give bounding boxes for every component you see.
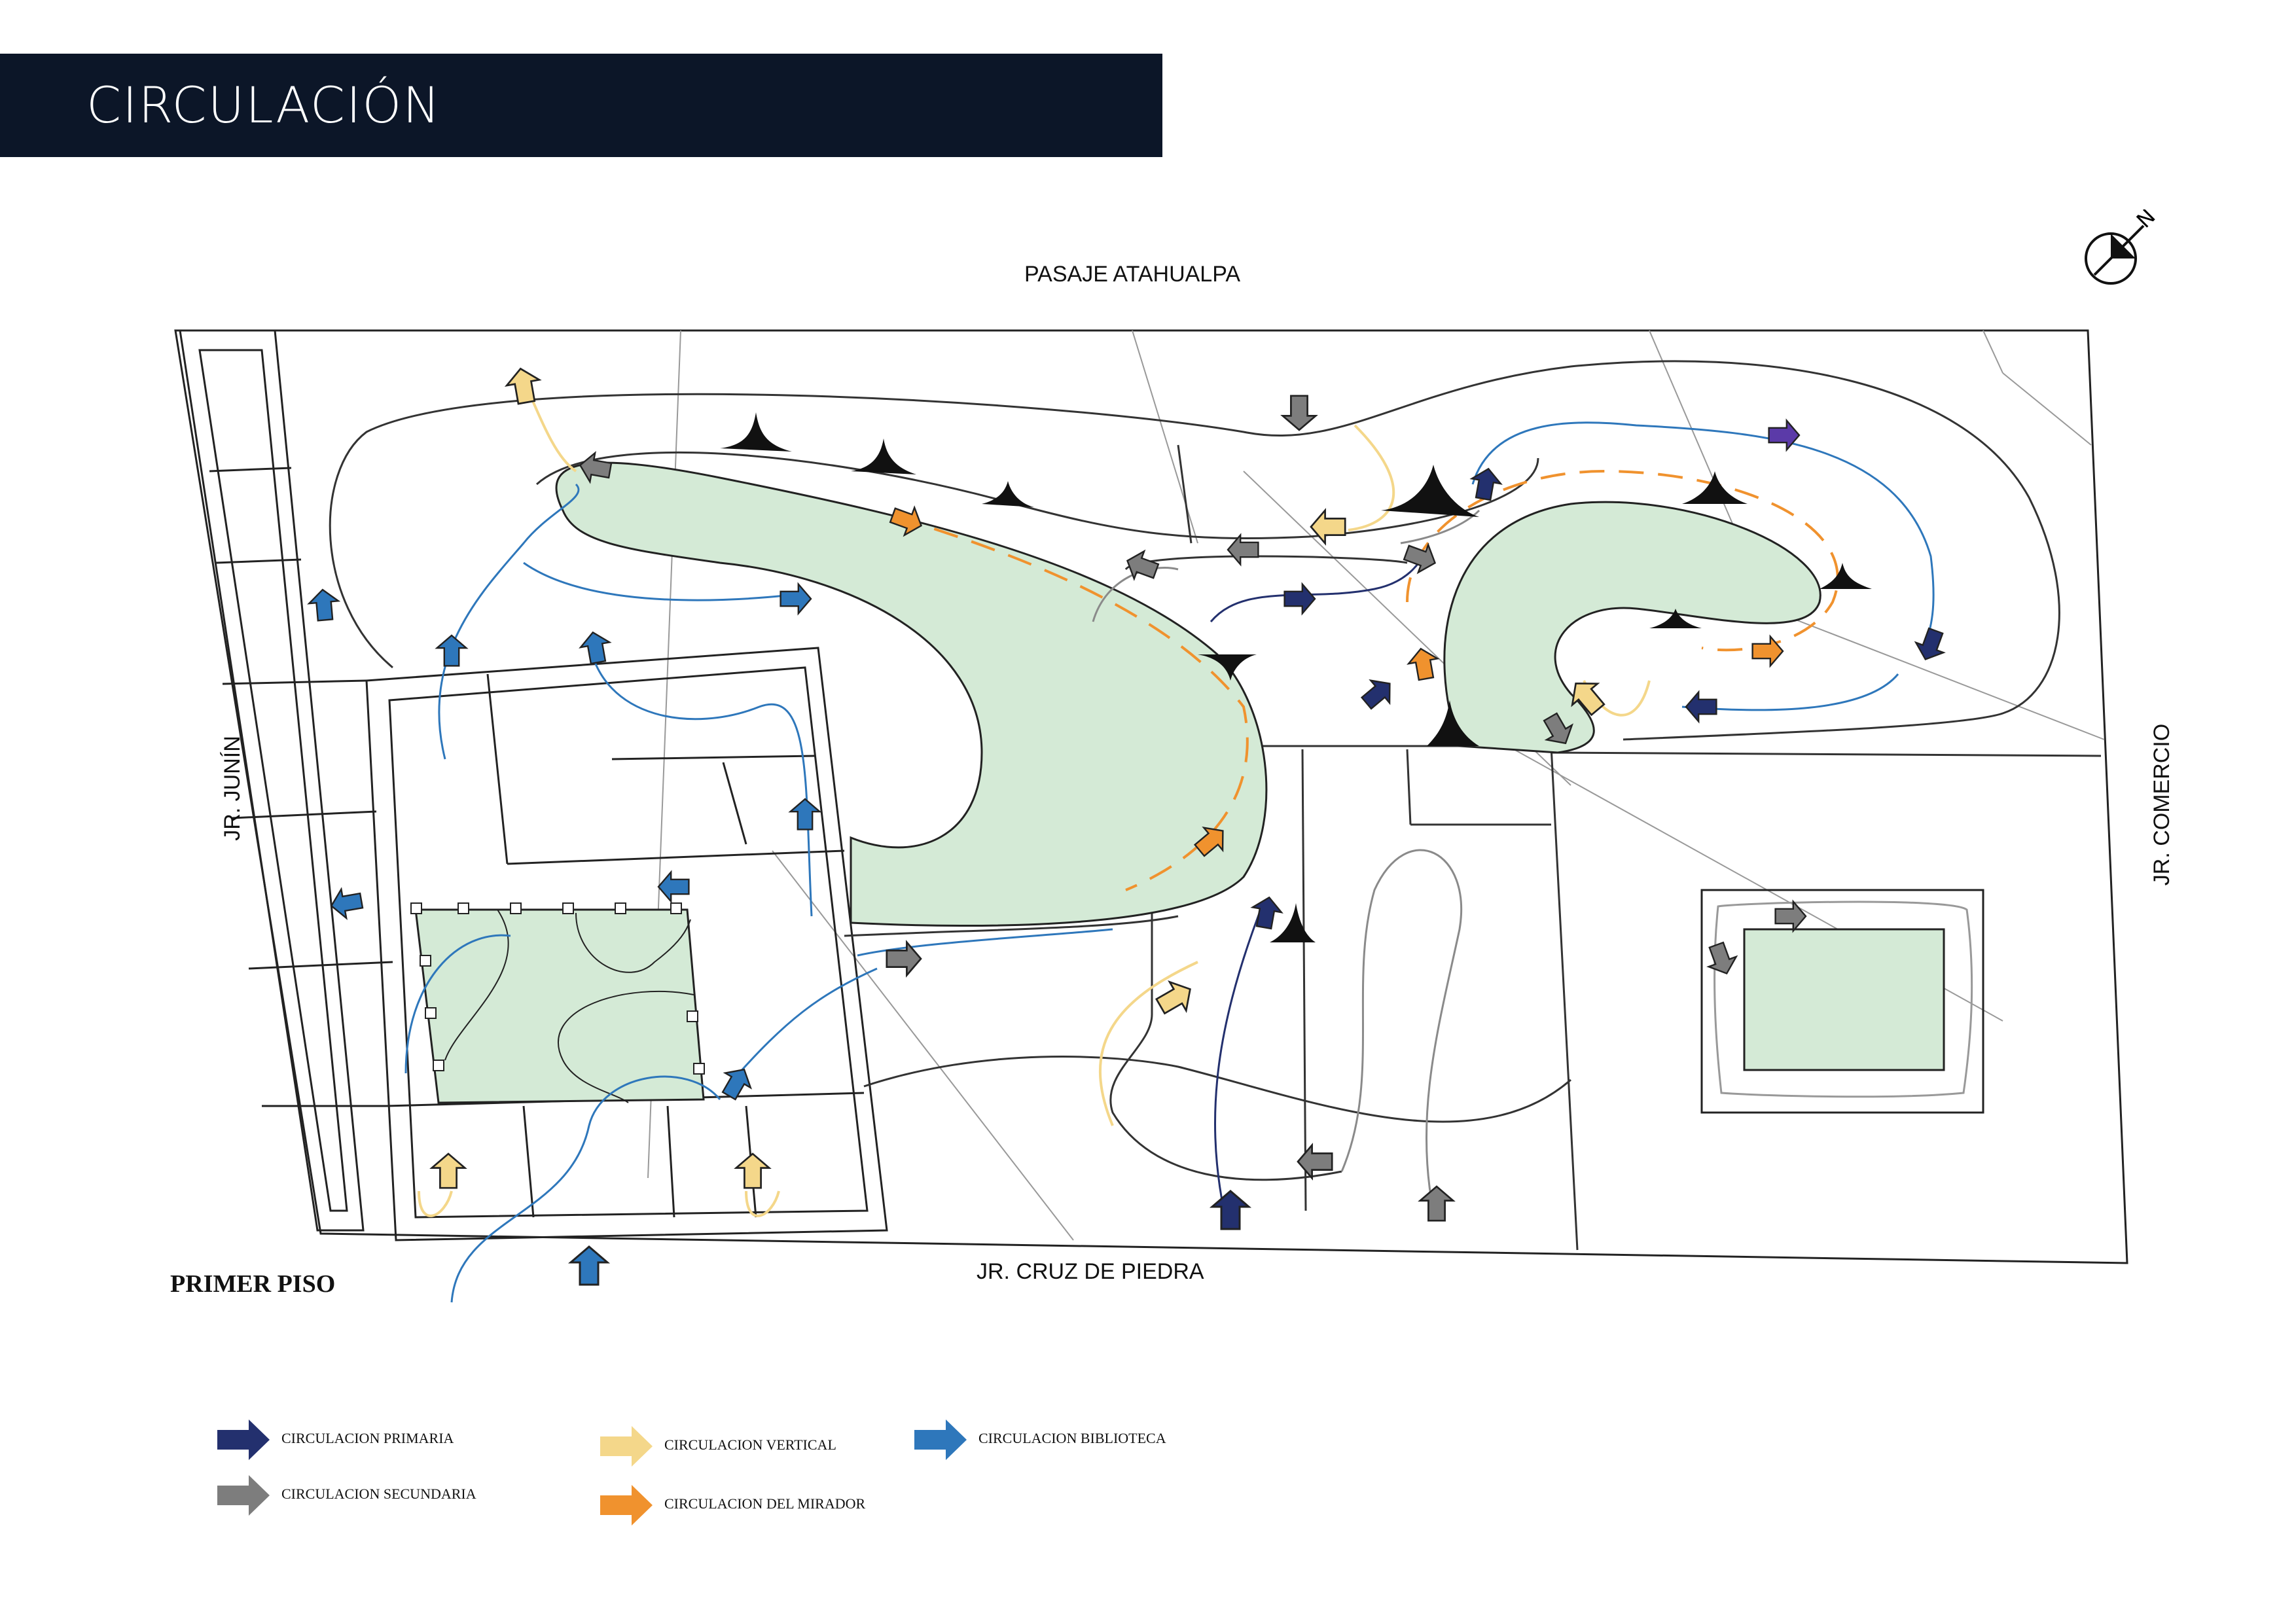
vertical-arrow [735, 1152, 770, 1189]
primary-arrow [1467, 465, 1504, 503]
mirador-arrow [1405, 645, 1442, 683]
vertical-arrow [1310, 509, 1346, 544]
floor-label: PRIMER PISO [170, 1270, 336, 1298]
primary-arrow [1768, 419, 1801, 451]
legend-label: CIRCULACION BIBLIOTECA [978, 1430, 1166, 1446]
east-green-area [1443, 501, 1821, 754]
legend-arrow-icon [217, 1475, 270, 1516]
secondary-arrow [1297, 1144, 1333, 1179]
secondary-arrow [1227, 534, 1259, 565]
primary-paths [1210, 549, 1428, 1211]
street-north-label: PASAJE ATAHUALPA [1024, 262, 1241, 287]
legend-label: CIRCULACION DEL MIRADOR [664, 1495, 866, 1512]
legend-label: CIRCULACION SECUNDARIA [281, 1486, 476, 1502]
street-east-label: JR. COMERCIO [2149, 723, 2175, 886]
biblioteca-arrow [436, 634, 467, 667]
biblioteca-arrow [569, 1245, 609, 1286]
school-courtyard [414, 908, 705, 1104]
street-west-label: JR. JUNÍN [219, 736, 245, 841]
secondary-arrow [1121, 546, 1162, 586]
legend-arrow-icon [914, 1419, 967, 1460]
header-banner: CIRCULACIÓN [0, 54, 1162, 157]
legend-label: CIRCULACION PRIMARIA [281, 1430, 454, 1446]
north-arrow-icon: N [2085, 209, 2160, 285]
primary-arrow [1356, 671, 1400, 715]
legend-arrow-icon [600, 1426, 653, 1467]
legend-arrow-icon [600, 1485, 653, 1525]
biblioteca-arrow [307, 587, 341, 622]
secondary-arrow [1282, 395, 1317, 431]
courtyard-columns [410, 902, 705, 1075]
vertical-arrow [431, 1152, 466, 1189]
biblioteca-arrow [789, 798, 821, 830]
square-garden [1700, 889, 1984, 1114]
primary-arrow [1283, 583, 1316, 615]
page-title: CIRCULACIÓN [86, 76, 442, 134]
street-south-label: JR. CRUZ DE PIEDRA [977, 1259, 1204, 1284]
secondary-paths [1092, 509, 1480, 1211]
legend-arrow-icon [217, 1419, 270, 1460]
secondary-arrow [1774, 901, 1807, 932]
compass-letter: N [2132, 209, 2160, 233]
primary-arrow [1685, 691, 1717, 722]
central-green-area [555, 461, 1268, 927]
biblioteca-arrow [657, 871, 690, 902]
legend-label: CIRCULACION VERTICAL [664, 1436, 836, 1453]
school-building [179, 329, 888, 1241]
secondary-arrow [1419, 1185, 1454, 1222]
planters [720, 412, 1872, 942]
primary-arrow [1211, 1190, 1250, 1230]
biblioteca-arrow [577, 629, 614, 666]
secondary-arrow [1401, 538, 1441, 578]
biblioteca-arrow [780, 583, 812, 615]
primary-arrow [1910, 625, 1950, 666]
biblioteca-arrow [328, 885, 365, 921]
secondary-arrow [1702, 939, 1742, 980]
